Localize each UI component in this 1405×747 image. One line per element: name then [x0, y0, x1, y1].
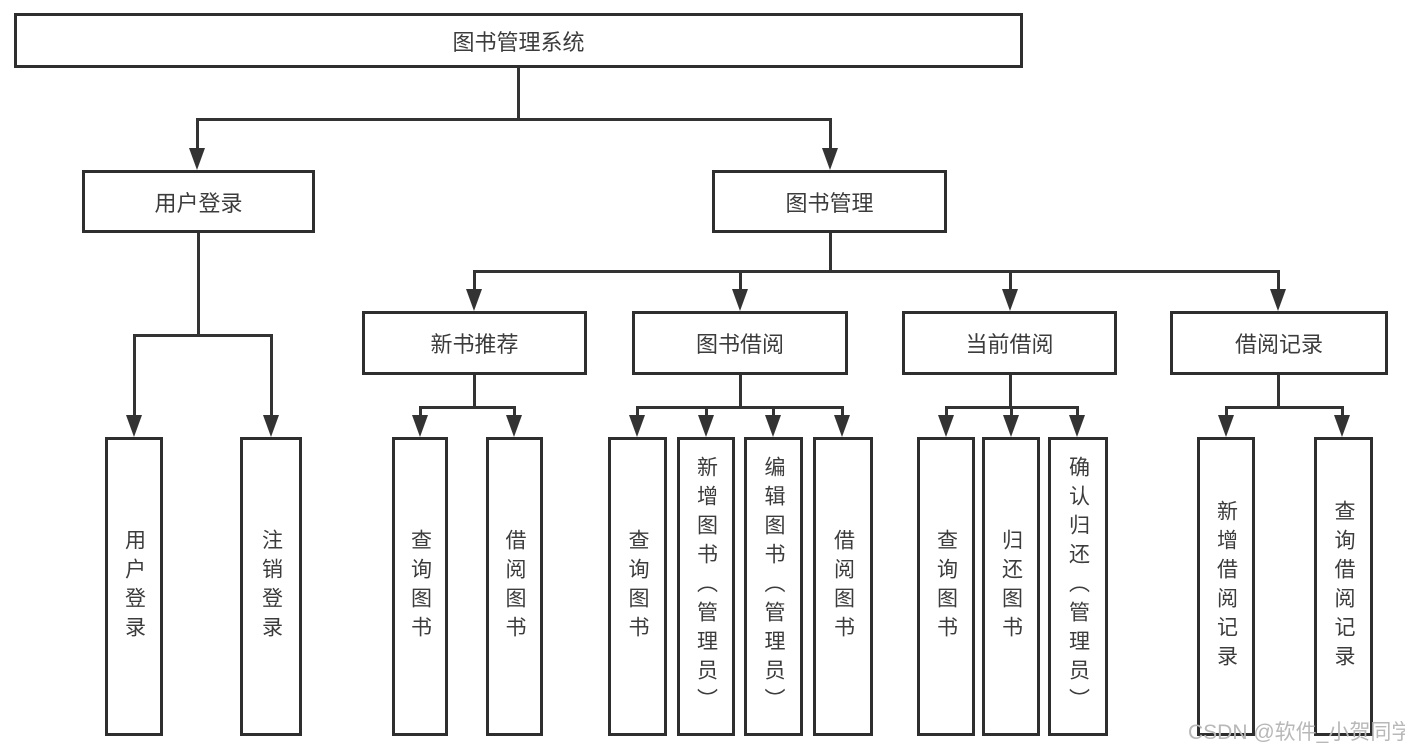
node-label: 查询图书 — [408, 528, 432, 645]
node-label: 用户登录 — [154, 190, 243, 216]
connector-arrow — [1270, 289, 1286, 311]
connector-line — [197, 233, 200, 336]
connector-arrow — [1069, 415, 1085, 437]
connector-line — [772, 406, 775, 418]
connector-line — [841, 406, 844, 418]
connector-line — [419, 406, 422, 418]
node-label: 图书管理系统 — [452, 29, 585, 55]
connector-line — [419, 406, 516, 409]
connector-line — [1277, 270, 1280, 294]
connector-arrow — [732, 289, 748, 311]
connector-arrow — [1334, 415, 1350, 437]
node-label: 新增借阅记录 — [1214, 499, 1238, 674]
connector-line — [473, 270, 476, 294]
node-user-login: 用户登录 — [82, 170, 315, 233]
node-label: 图书管理 — [785, 190, 874, 216]
connector-line — [270, 334, 273, 418]
node-br-add-record: 新增借阅记录 — [1197, 437, 1255, 736]
connector-line — [517, 68, 520, 119]
node-cb-return-books: 归还图书 — [982, 437, 1040, 736]
connector-arrow — [629, 415, 645, 437]
node-rec-query-books: 查询图书 — [392, 437, 448, 736]
node-label: 注销登录 — [259, 528, 283, 645]
connector-arrow — [1002, 289, 1018, 311]
node-library-system: 图书管理系统 — [14, 13, 1023, 68]
connector-line — [636, 406, 844, 409]
node-bb-add-books-admin: 新增图书（管理员） — [677, 437, 735, 736]
node-label: 新书推荐 — [430, 332, 519, 357]
watermark: CSDN @软件_小贺同学 — [1188, 721, 1405, 744]
connector-line — [1076, 406, 1079, 418]
node-label: 用户登录 — [122, 528, 146, 645]
connector-arrow — [412, 415, 428, 437]
connector-line — [1010, 406, 1013, 418]
connector-arrow — [698, 415, 714, 437]
connector-line — [829, 118, 832, 152]
node-bb-borrow-books: 借阅图书 — [813, 437, 873, 736]
connector-line — [133, 334, 136, 418]
connector-arrow — [263, 415, 279, 437]
node-bb-edit-books-admin: 编辑图书（管理员） — [744, 437, 803, 736]
connector-line — [1341, 406, 1344, 418]
connector-line — [196, 118, 832, 121]
connector-arrow — [506, 415, 522, 437]
node-rec-borrow-books: 借阅图书 — [486, 437, 543, 736]
node-user-login-action: 用户登录 — [105, 437, 163, 736]
connector-arrow — [822, 148, 838, 170]
node-label: 当前借阅 — [965, 332, 1054, 357]
connector-arrow — [938, 415, 954, 437]
node-label: 借阅图书 — [831, 528, 855, 645]
connector-line — [473, 375, 476, 409]
connector-arrow — [466, 289, 482, 311]
node-logout-action: 注销登录 — [240, 437, 302, 736]
connector-line — [739, 270, 742, 294]
connector-line — [513, 406, 516, 418]
connector-arrow — [1218, 415, 1234, 437]
connector-line — [1009, 375, 1012, 409]
connector-line — [196, 118, 199, 152]
node-borrowing-records: 借阅记录 — [1170, 311, 1388, 375]
node-new-book-recommend: 新书推荐 — [362, 311, 587, 375]
connector-arrow — [1003, 415, 1019, 437]
connector-arrow — [765, 415, 781, 437]
connector-arrow — [834, 415, 850, 437]
connector-arrow — [126, 415, 142, 437]
connector-line — [829, 233, 832, 273]
connector-line — [1009, 270, 1012, 294]
node-book-borrowing: 图书借阅 — [632, 311, 848, 375]
node-cb-query-books: 查询图书 — [917, 437, 975, 736]
node-current-borrowing: 当前借阅 — [902, 311, 1117, 375]
connector-line — [1225, 406, 1344, 409]
node-label: 图书借阅 — [695, 332, 784, 357]
connector-line — [705, 406, 708, 418]
node-label: 借阅图书 — [503, 528, 526, 645]
node-label: 编辑图书（管理员） — [762, 456, 785, 717]
connector-line — [945, 406, 948, 418]
node-label: 新增图书（管理员） — [694, 456, 718, 717]
node-label: 查询图书 — [626, 528, 649, 645]
node-br-query-record: 查询借阅记录 — [1314, 437, 1373, 736]
connector-arrow — [189, 148, 205, 170]
connector-line — [473, 270, 1280, 273]
connector-line — [636, 406, 639, 418]
node-label: 借阅记录 — [1234, 332, 1323, 357]
node-cb-confirm-return-admin: 确认归还（管理员） — [1048, 437, 1108, 736]
connector-line — [1225, 406, 1228, 418]
node-label: 查询图书 — [934, 528, 958, 645]
connector-line — [133, 334, 272, 337]
node-bb-query-books: 查询图书 — [608, 437, 667, 736]
node-label: 归还图书 — [999, 528, 1023, 645]
node-label: 查询借阅记录 — [1332, 499, 1355, 674]
node-label: 确认归还（管理员） — [1066, 456, 1090, 717]
connector-line — [739, 375, 742, 409]
node-book-management: 图书管理 — [712, 170, 947, 233]
connector-line — [1277, 375, 1280, 409]
